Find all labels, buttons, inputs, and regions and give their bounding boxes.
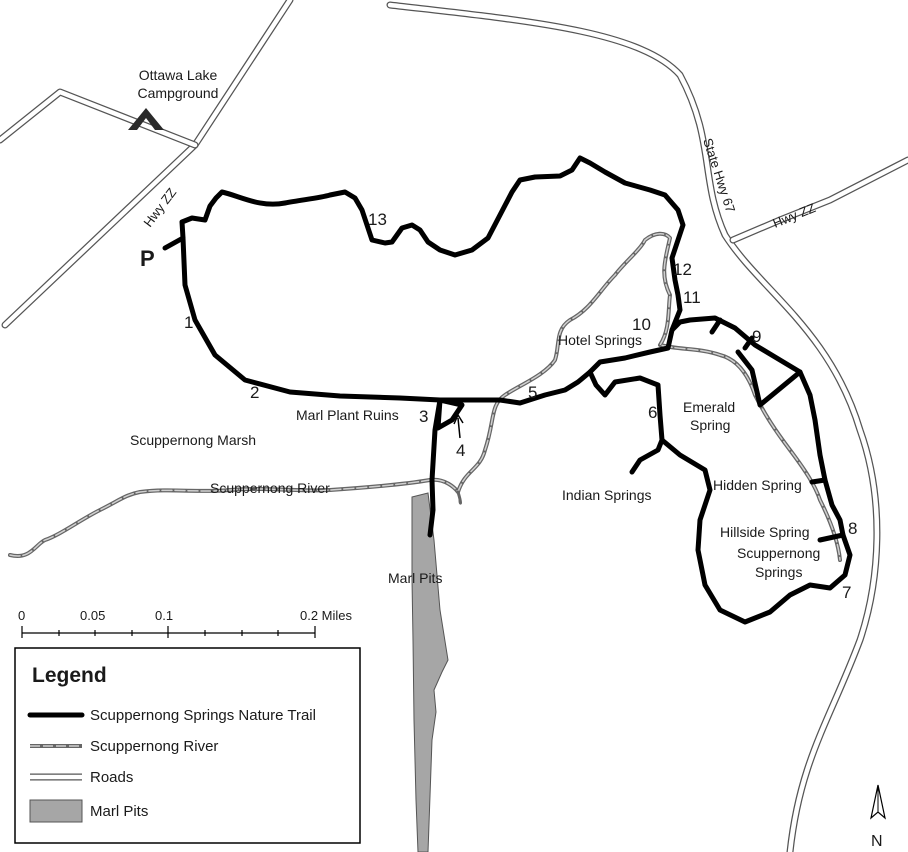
label-ottawa-lake-2: Campground	[138, 85, 219, 101]
road-state-hwy-67	[386, 1, 881, 852]
scale-tick-02: 0.2 Miles	[300, 608, 353, 623]
label-marl-pits: Marl Pits	[388, 570, 442, 586]
legend: Legend Scuppernong Springs Nature Trail …	[14, 647, 361, 844]
road-hwy-zz-west	[1, 0, 294, 329]
ruins-pointer-arrow	[453, 413, 464, 439]
stop-13: 13	[368, 210, 387, 229]
stop-5: 5	[528, 383, 537, 402]
label-emerald-spring-2: Spring	[690, 417, 730, 433]
marl-pits-area	[411, 492, 449, 852]
stop-1: 1	[184, 313, 193, 332]
stop-9: 9	[752, 327, 761, 346]
scale-tick-0: 0	[18, 608, 25, 623]
label-scuppernong-river: Scuppernong River	[210, 480, 330, 496]
legend-title: Legend	[32, 664, 107, 687]
stop-4: 4	[456, 441, 465, 460]
stop-3: 3	[419, 407, 428, 426]
road-campground-spur	[0, 88, 199, 149]
north-label: N	[871, 833, 883, 850]
tent-icon	[128, 108, 164, 130]
legend-item-trail: Scuppernong Springs Nature Trail	[90, 707, 316, 724]
scale-tick-01: 0.1	[155, 608, 173, 623]
stop-7: 7	[842, 583, 851, 602]
stop-6: 6	[648, 403, 657, 422]
label-hotel-springs: Hotel Springs	[558, 332, 642, 348]
label-hidden-spring: Hidden Spring	[713, 477, 802, 493]
label-scuppernong-marsh: Scuppernong Marsh	[130, 432, 256, 448]
legend-item-roads: Roads	[90, 769, 133, 786]
parking-marker: P	[140, 246, 155, 271]
label-emerald-spring-1: Emerald	[683, 399, 735, 415]
legend-item-marl-pits: Marl Pits	[90, 803, 148, 820]
label-hwy-zz-east: Hwy ZZ	[771, 200, 818, 231]
scale-bar: 0 0.05 0.1 0.2 Miles	[18, 608, 353, 638]
stop-2: 2	[250, 383, 259, 402]
stop-numbers: 1 2 3 4 5 6 7 8 9 10 11 12 13	[184, 210, 857, 602]
label-scuppernong-springs-2: Springs	[755, 564, 802, 580]
label-scuppernong-springs-1: Scuppernong	[737, 545, 820, 561]
trail	[162, 155, 853, 625]
label-ottawa-lake-1: Ottawa Lake	[139, 67, 218, 83]
stop-12: 12	[673, 260, 692, 279]
label-indian-springs: Indian Springs	[562, 487, 652, 503]
trail-parking-spur	[162, 235, 186, 251]
legend-item-river: Scuppernong River	[90, 738, 218, 755]
river	[8, 231, 842, 562]
scale-tick-005: 0.05	[80, 608, 105, 623]
road-hwy-zz-east	[729, 156, 908, 244]
trail-east-branch	[587, 369, 665, 475]
stop-10: 10	[632, 315, 651, 334]
north-arrow-icon: N	[870, 784, 886, 850]
stop-8: 8	[848, 519, 857, 538]
trail-ruins-loop	[435, 397, 465, 431]
label-marl-plant-ruins: Marl Plant Ruins	[296, 407, 399, 423]
stop-11: 11	[683, 288, 701, 307]
label-hillside-spring: Hillside Spring	[720, 524, 809, 540]
trail-emerald-crossing	[735, 349, 803, 408]
trail-main-loop	[179, 155, 686, 406]
